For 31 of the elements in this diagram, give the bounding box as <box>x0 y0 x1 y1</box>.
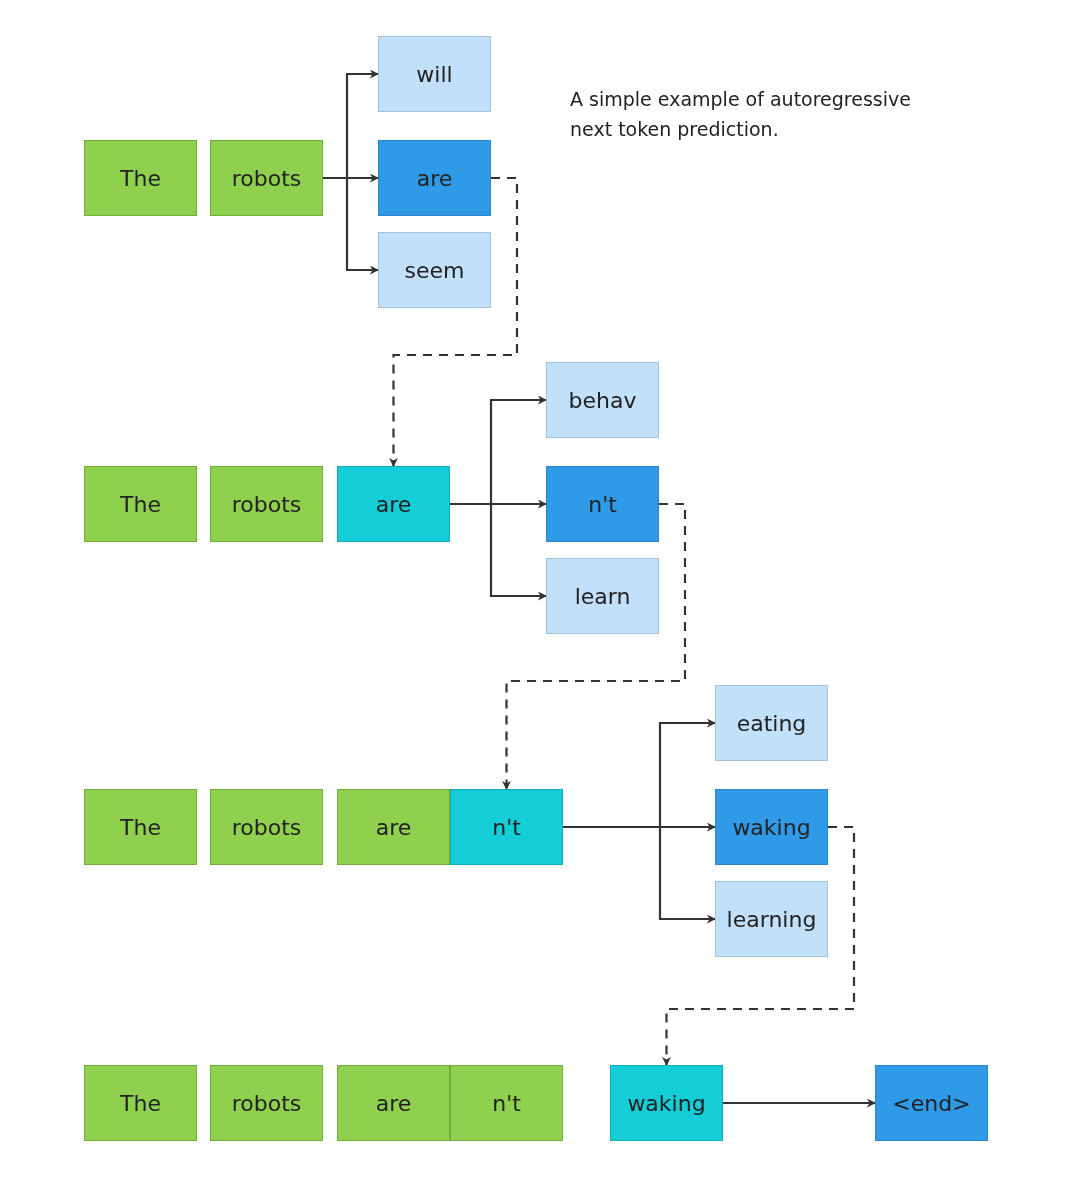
candidate-token-box: learning <box>715 881 828 957</box>
dashed-arrow <box>662 825 856 1066</box>
title-text: A simple example of autoregressive next token prediction. <box>570 87 912 142</box>
input-token-box: waking <box>610 1065 723 1141</box>
candidate-token-box: will <box>378 36 491 112</box>
token-box: The <box>84 789 197 865</box>
input-token-box: are <box>337 466 450 542</box>
token-box: n't <box>450 1065 563 1141</box>
selected-token-box: n't <box>546 466 659 542</box>
selected-token-box: are <box>378 140 491 216</box>
arrow <box>723 1098 876 1108</box>
token-box: are <box>337 789 450 865</box>
arrow <box>323 176 379 275</box>
token-box: The <box>84 1065 197 1141</box>
token-box: The <box>84 466 197 542</box>
dashed-arrow <box>389 176 519 467</box>
token-box: robots <box>210 1065 323 1141</box>
token-box: robots <box>210 140 323 216</box>
candidate-token-box: eating <box>715 685 828 761</box>
candidate-token-box: behav <box>546 362 659 438</box>
token-box: The <box>84 140 197 216</box>
candidate-token-box: seem <box>378 232 491 308</box>
token-box: are <box>337 1065 450 1141</box>
candidate-token-box: learn <box>546 558 659 634</box>
token-box: robots <box>210 466 323 542</box>
token-box: robots <box>210 789 323 865</box>
selected-token-box: waking <box>715 789 828 865</box>
dashed-arrow <box>502 502 687 790</box>
selected-token-box: <end> <box>875 1065 988 1141</box>
input-token-box: n't <box>450 789 563 865</box>
arrow <box>563 825 716 924</box>
